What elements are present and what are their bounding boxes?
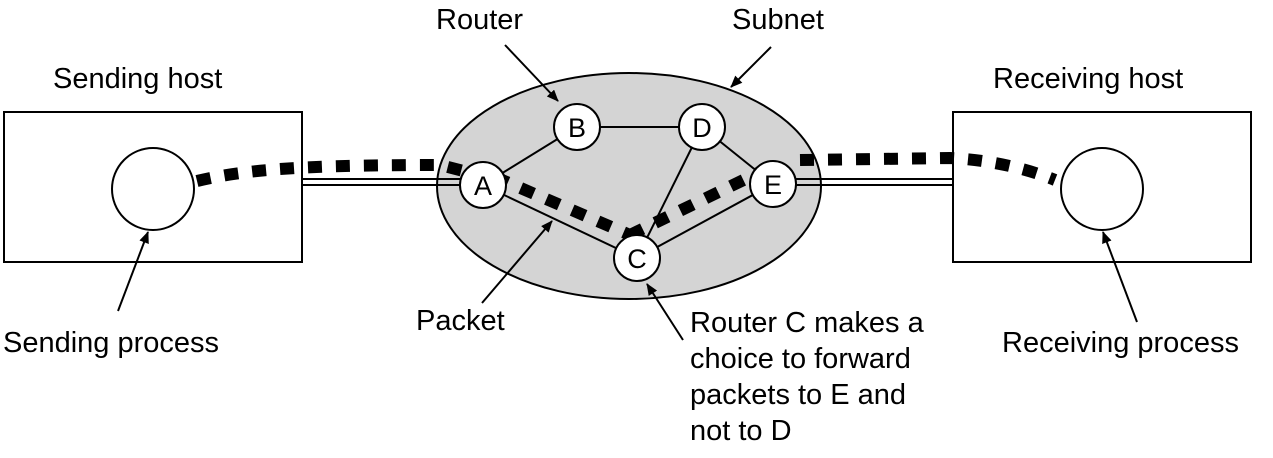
link-c-e xyxy=(636,183,774,259)
svg-text:C: C xyxy=(627,244,647,274)
packet-path-receiving xyxy=(799,151,1058,186)
router-c-arrow xyxy=(646,283,684,341)
sending-host-label: Sending host xyxy=(53,63,222,95)
router-c-note-line-2: choice to forward xyxy=(690,343,911,375)
router-c-note-line-3: packets to E and xyxy=(690,379,906,411)
packet-label: Packet xyxy=(416,305,505,337)
svg-text:B: B xyxy=(568,113,586,143)
sending-process-arrow xyxy=(117,231,149,312)
router-b: B xyxy=(553,103,601,151)
subnet-label: Subnet xyxy=(732,4,824,36)
packet-path-a-c xyxy=(492,171,633,241)
link-a-c xyxy=(482,184,638,259)
link-d-c xyxy=(636,126,703,259)
sending-process-label: Sending process xyxy=(3,327,219,359)
packet-arrow xyxy=(481,220,553,304)
svg-text:E: E xyxy=(764,170,782,200)
router-label: Router xyxy=(436,4,523,36)
svg-text:A: A xyxy=(474,171,492,201)
packet-path-c-e xyxy=(627,166,763,241)
router-e: E xyxy=(749,160,797,208)
receiving-host-label: Receiving host xyxy=(993,63,1183,95)
sending-process-circle xyxy=(111,147,195,231)
svg-text:D: D xyxy=(692,113,712,143)
subnet-arrow xyxy=(730,46,772,88)
router-c: C xyxy=(613,234,661,282)
router-c-note-line-1: Router C makes a xyxy=(690,307,925,339)
router-arrow xyxy=(504,44,559,102)
receiving-process-arrow xyxy=(1102,231,1138,323)
receiving-process-circle xyxy=(1060,147,1144,231)
router-a: A xyxy=(459,161,507,209)
router-c-note-line-4: not to D xyxy=(690,415,792,447)
router-d: D xyxy=(678,103,726,151)
receiving-process-label: Receiving process xyxy=(1002,327,1239,359)
router-c-note: Router C makes a choice to forward packe… xyxy=(690,307,925,447)
